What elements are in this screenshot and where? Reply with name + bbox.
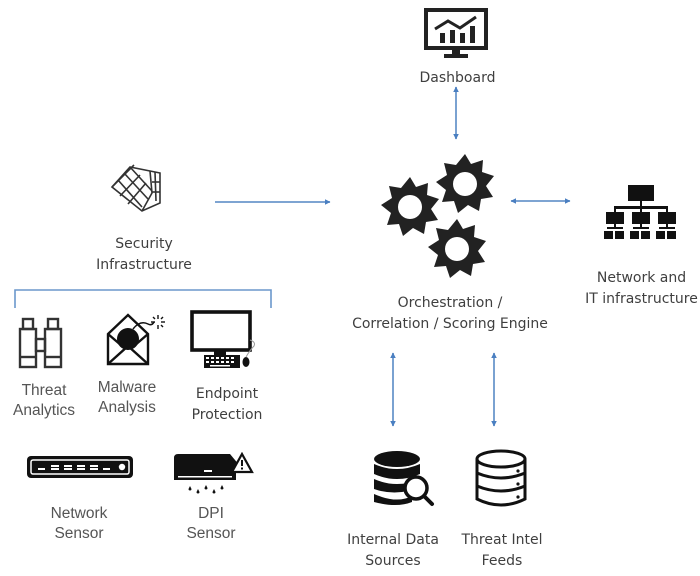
threat-intel-feeds-label: Threat Intel Feeds <box>461 532 543 569</box>
database-server-icon <box>475 449 527 507</box>
dashboard-label: Dashboard <box>419 70 496 86</box>
internal-data-sources-label: Internal Data Sources <box>347 532 439 569</box>
network-hierarchy-icon <box>604 185 676 239</box>
gears-icon <box>381 154 494 278</box>
desktop-computer-icon <box>190 310 255 368</box>
rubiks-cube-icon <box>110 164 161 212</box>
engine-label: Orchestration / Correlation / Scoring En… <box>352 295 548 332</box>
dpi-sensor-warning-icon <box>174 452 254 494</box>
network-it-label: Network and IT infrastructure <box>585 270 698 307</box>
threat-analytics-label: Threat Analytics <box>12 382 76 419</box>
malware-analysis-label: Malware Analysis <box>97 379 157 416</box>
binoculars-icon <box>18 317 63 369</box>
group-bracket <box>14 289 272 308</box>
network-sensor-label: Network Sensor <box>50 505 108 542</box>
security-infrastructure-label: Security Infrastructure <box>96 236 192 273</box>
dpi-sensor-label: DPI Sensor <box>186 505 236 542</box>
network-device-icon <box>27 456 133 478</box>
endpoint-protection-label: Endpoint Protection <box>191 386 263 423</box>
email-bomb-icon <box>106 313 165 366</box>
monitor-chart-icon <box>424 8 488 58</box>
database-search-icon <box>374 451 434 506</box>
